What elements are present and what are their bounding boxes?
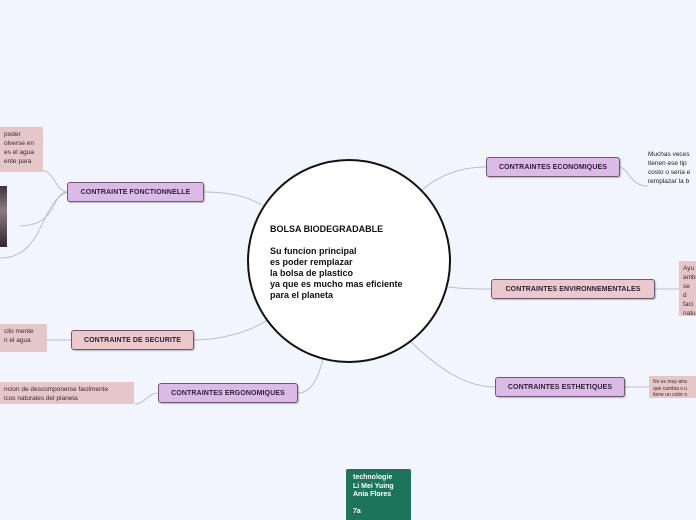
node-contraintes-economiques[interactable]: CONTRAINTES ECONOMIQUES: [486, 157, 620, 177]
central-topic-text: BOLSA BIODEGRADABLE Su funcion principal…: [270, 224, 440, 301]
node-contraintes-environnementales[interactable]: CONTRAINTES ENVIRONNEMENTALES: [491, 279, 655, 299]
note-fonctionnelle[interactable]: poder olverse en es el agua ente para: [0, 127, 43, 172]
note-environnementales[interactable]: Ayu amb se d faci natu el a: [679, 261, 696, 316]
node-contrainte-securite[interactable]: CONTRAINTE DE SECURITE: [71, 330, 194, 350]
credits-box[interactable]: technologie Li Mei Yuing Ania Flores 7a: [346, 469, 411, 520]
note-economiques[interactable]: Muchas veces tienen ese tip costo o seri…: [648, 150, 696, 188]
note-esthetiques[interactable]: No es muy atra que cambia s u tiene un c…: [649, 376, 696, 398]
bag-photo: [0, 186, 7, 247]
note-ergonomiques[interactable]: ncion de descomponerse facilmente icos n…: [0, 382, 134, 404]
node-contraintes-ergonomiques[interactable]: CONTRAINTES ERGONOMIQUES: [158, 383, 298, 403]
note-securite[interactable]: cilo mente n el agua: [0, 324, 47, 352]
central-topic[interactable]: BOLSA BIODEGRADABLE Su funcion principal…: [247, 159, 451, 363]
node-contrainte-fonctionnelle[interactable]: CONTRAINTE FONCTIONNELLE: [67, 182, 204, 202]
node-contraintes-esthetiques[interactable]: CONTRAINTES ESTHETIQUES: [495, 377, 625, 397]
